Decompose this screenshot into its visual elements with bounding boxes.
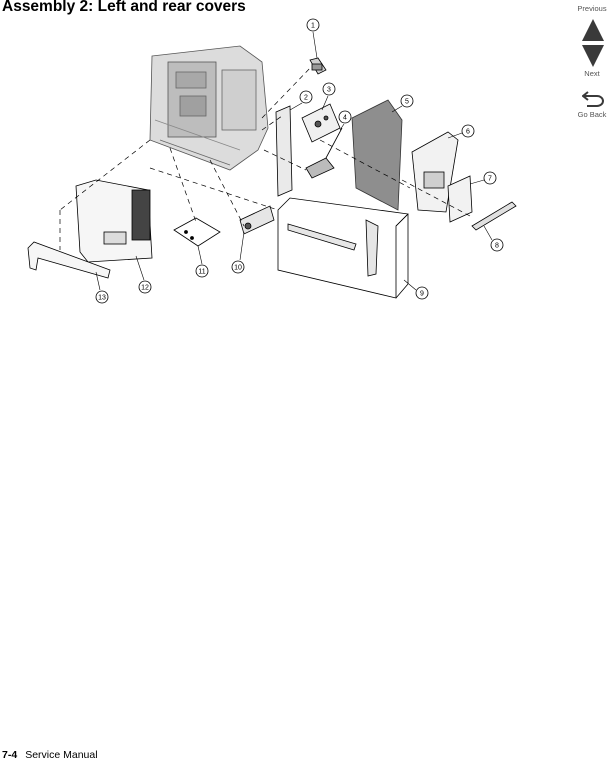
footer: 7-4 Service Manual (2, 749, 98, 761)
svg-text:5: 5 (405, 99, 409, 106)
callout-6: 6 (447, 124, 475, 139)
part-1 (309, 57, 327, 75)
go-back-label: Go Back (577, 110, 607, 119)
previous-button[interactable] (581, 17, 606, 69)
next-label: Next (584, 69, 600, 78)
callout-7: 7 (469, 171, 497, 185)
svg-text:13: 13 (98, 295, 106, 302)
part-5 (351, 99, 403, 211)
svg-text:8: 8 (495, 243, 499, 250)
part-12 (75, 179, 153, 263)
svg-text:4: 4 (343, 115, 347, 122)
callout-8: 8 (483, 225, 504, 252)
previous-label: Previous (577, 4, 607, 13)
svg-text:1: 1 (311, 23, 315, 30)
part-4 (305, 127, 343, 179)
callout-4: 4 (338, 110, 352, 131)
part-6 (411, 131, 459, 213)
callout-labels: 1 2 3 4 5 6 7 8 9 10 11 12 13 (95, 18, 504, 304)
callout-5: 5 (391, 94, 414, 113)
callout-1: 1 (306, 18, 320, 59)
svg-text:9: 9 (420, 291, 424, 298)
callout-13: 13 (95, 271, 109, 304)
callout-9: 9 (403, 279, 429, 300)
part-13 (27, 241, 111, 279)
svg-text:11: 11 (198, 269, 205, 276)
footer-manual-title: Service Manual (25, 749, 98, 761)
go-back-icon (582, 91, 604, 107)
part-10 (239, 205, 275, 235)
callout-11: 11 (195, 245, 209, 278)
page-title: Assembly 2: Left and rear covers (2, 0, 246, 15)
previous-arrow-icon (582, 19, 604, 41)
svg-text:12: 12 (141, 285, 149, 292)
callout-12: 12 (135, 255, 152, 294)
callout-2: 2 (289, 90, 313, 111)
svg-text:6: 6 (466, 129, 470, 136)
footer-page-number: 7-4 (2, 749, 18, 761)
callout-10: 10 (231, 231, 245, 274)
next-arrow-icon (582, 45, 604, 67)
part-3 (301, 103, 341, 143)
svg-text:7: 7 (488, 176, 492, 183)
part-8 (471, 201, 517, 231)
part-2 (275, 105, 293, 197)
part-9 (277, 197, 409, 299)
part-7 (447, 175, 473, 223)
svg-text:3: 3 (327, 87, 331, 94)
part-11 (173, 217, 221, 247)
svg-text:2: 2 (304, 95, 308, 102)
svg-text:10: 10 (234, 265, 242, 272)
callout-3: 3 (321, 82, 336, 111)
go-back-button[interactable] (582, 88, 606, 108)
printer-frame (149, 45, 269, 171)
assembly-guides (59, 65, 471, 250)
